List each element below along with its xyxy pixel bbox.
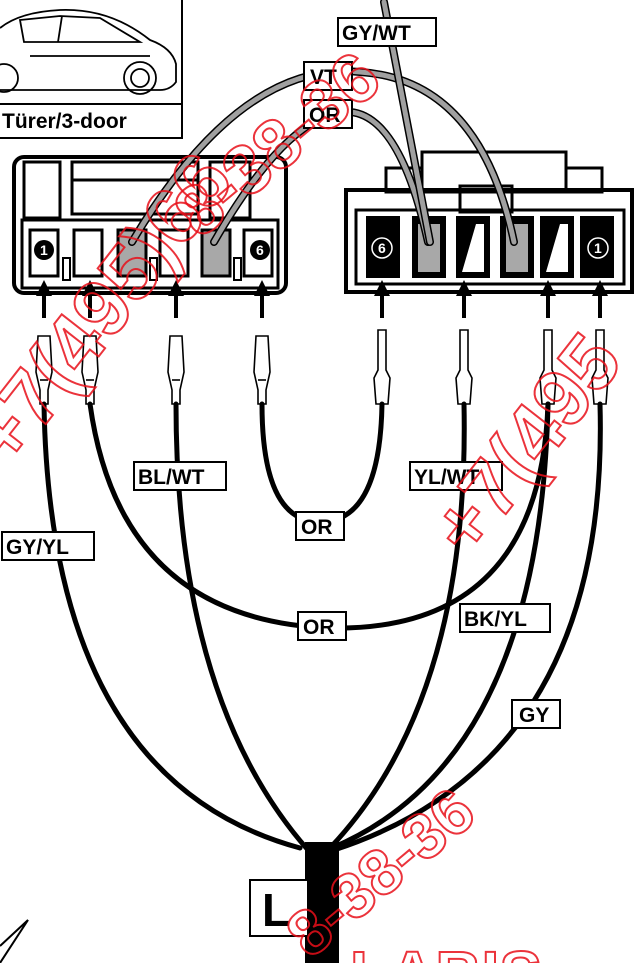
vehicle-box: Türer/3-door	[0, 0, 183, 139]
wire-labels: GY/WT VT OR GY/YL BL/WT OR YL/WT OR BK/Y…	[1, 17, 561, 729]
pin-arrows	[36, 280, 608, 318]
right-pin-6-number: 6	[378, 240, 386, 256]
terminal-left-6	[253, 335, 271, 405]
label-bl-wt: BL/WT	[138, 466, 205, 489]
terminal-right-1	[591, 329, 609, 405]
terminal-right-6	[373, 329, 391, 405]
right-pin-1-number: 1	[594, 240, 602, 256]
overhead-wires	[128, 0, 518, 246]
car-icon	[0, 9, 177, 95]
connector-right: 6 1	[344, 150, 634, 294]
label-bk-yl: BK/YL	[464, 608, 527, 631]
label-gy: GY	[519, 704, 549, 727]
terminal-left-2	[81, 335, 99, 405]
left-pin-6-number: 6	[256, 242, 264, 258]
label-vt: VT	[310, 66, 337, 89]
label-or-arc: OR	[303, 616, 335, 639]
connector-left: 1 6	[12, 155, 288, 295]
wire-bundle	[305, 842, 339, 963]
terminals	[35, 329, 609, 405]
bundle-label-box	[249, 879, 309, 937]
left-pin-1-number: 1	[40, 242, 48, 258]
terminal-left-4	[167, 335, 185, 405]
label-or-top: OR	[309, 104, 341, 127]
label-gy-wt: GY/WT	[342, 22, 411, 45]
label-or-loop: OR	[301, 516, 333, 539]
terminal-right-4	[455, 329, 473, 405]
label-yl-wt: YL/WT	[414, 466, 479, 489]
vehicle-caption: Türer/3-door	[2, 110, 127, 133]
label-gy-yl: GY/YL	[6, 536, 69, 559]
bundle-label: L	[262, 884, 290, 936]
terminal-left-1	[35, 335, 53, 405]
corner-marker	[0, 919, 29, 963]
watermark-e: LABIS	[350, 938, 542, 963]
terminal-right-2	[539, 329, 557, 405]
